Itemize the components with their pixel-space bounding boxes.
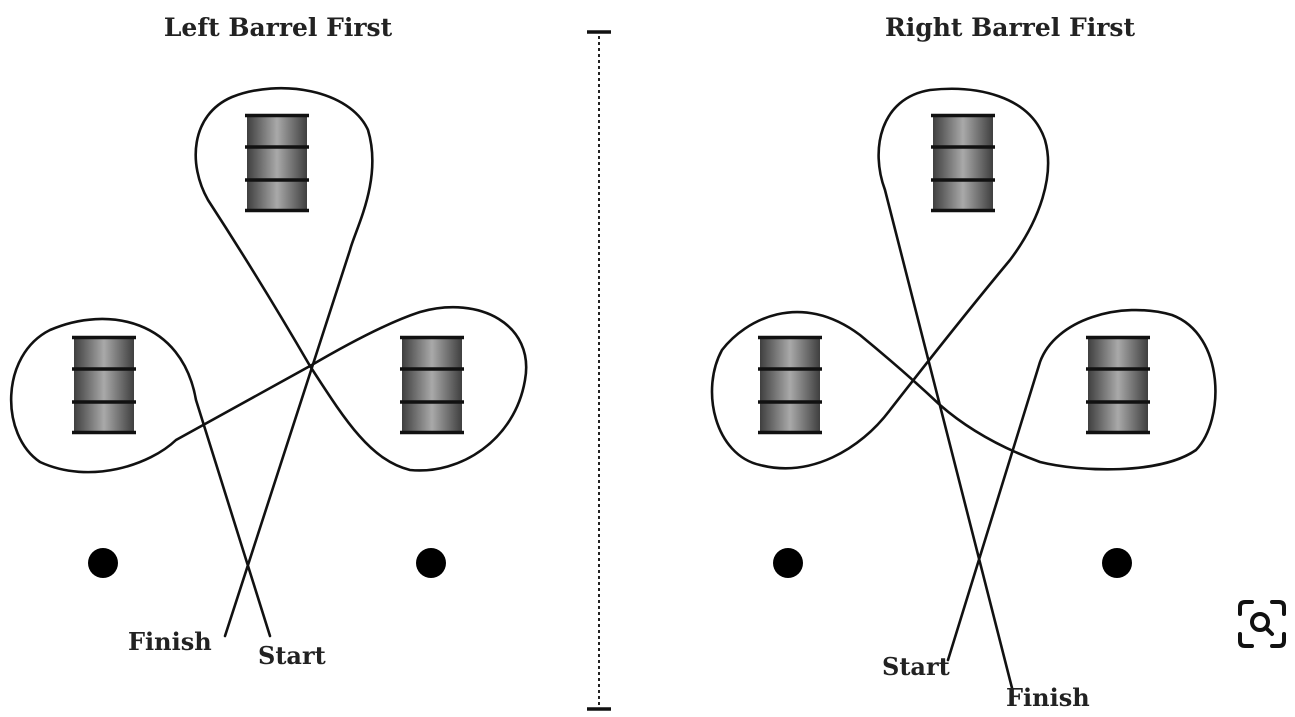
right-finish-label: Finish: [1006, 683, 1090, 712]
run-path-right-first: [710, 87, 1217, 690]
timer-marker-right: [416, 548, 446, 578]
run-path-left-first: [9, 86, 528, 638]
timer-marker-right: [1102, 548, 1132, 578]
left-start-label: Start: [258, 641, 326, 670]
right-start-label: Start: [882, 652, 950, 681]
left-diagram-title: Left Barrel First: [164, 13, 393, 42]
left-finish-label: Finish: [128, 627, 212, 656]
right-barrel-icon: [1084, 334, 1152, 436]
timer-marker-left: [773, 548, 803, 578]
left-barrel-icon: [70, 334, 138, 436]
visual-search-icon: [1238, 600, 1286, 648]
right-barrel-icon: [398, 334, 466, 436]
visual-search-button[interactable]: [1235, 597, 1289, 651]
timer-marker-left: [88, 548, 118, 578]
top-barrel-icon: [243, 112, 311, 214]
left-barrel-icon: [756, 334, 824, 436]
top-barrel-icon: [929, 112, 997, 214]
right-diagram-title: Right Barrel First: [885, 13, 1135, 42]
left-barrel-first-diagram: Left Barrel First Finish Start: [9, 13, 528, 670]
center-divider: [587, 30, 611, 711]
right-barrel-first-diagram: Right Barrel First Start Finish: [710, 13, 1217, 712]
